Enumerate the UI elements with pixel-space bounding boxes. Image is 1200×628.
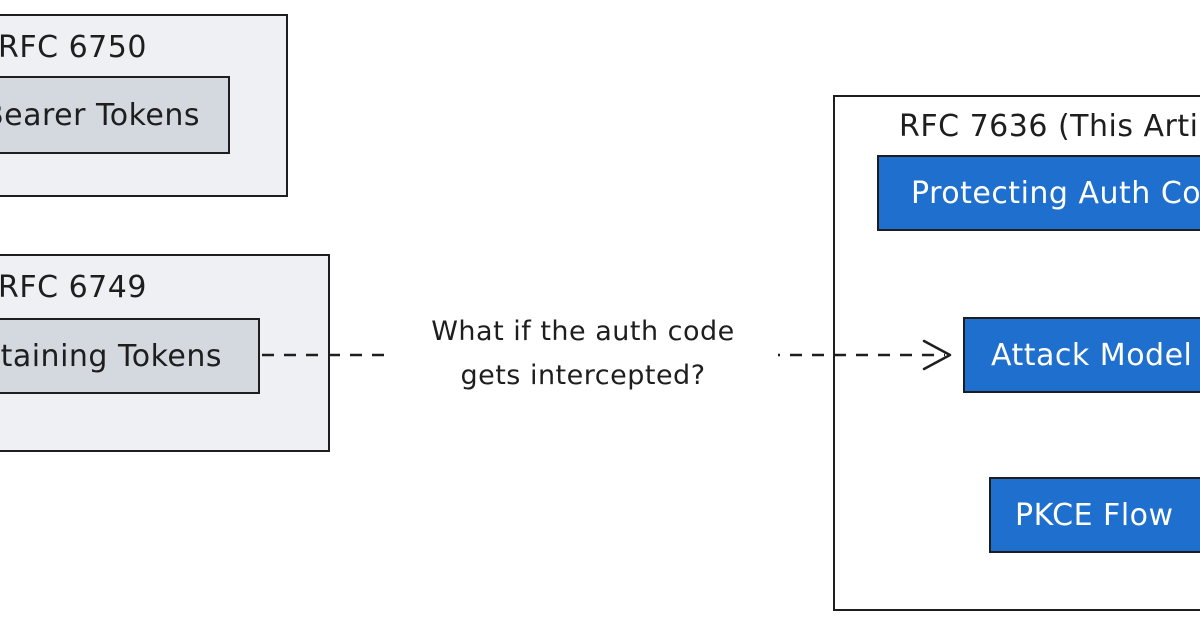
group-rfc-6749: RFC 6749 Obtaining Tokens [0,254,330,452]
node-bearer-tokens: Bearer Tokens [0,76,230,154]
group-title-rfc-6750: RFC 6750 [0,30,147,65]
group-title-rfc-7636: RFC 7636 (This Article) [899,109,1200,144]
edge-arrowhead [922,339,952,371]
node-attack-model: Attack Model [963,317,1200,393]
node-obtaining-tokens: Obtaining Tokens [0,318,260,394]
group-title-rfc-6749: RFC 6749 [0,270,147,305]
node-pkce-flow: PKCE Flow [989,477,1200,553]
node-label-attack-model: Attack Model [991,337,1193,373]
node-protecting-auth-codes: Protecting Auth Codes [877,155,1200,231]
group-rfc-7636: RFC 7636 (This Article) Protecting Auth … [833,95,1200,611]
node-label-obtaining-tokens: Obtaining Tokens [0,338,222,374]
group-rfc-6750: RFC 6750 Bearer Tokens [0,14,288,197]
node-label-pkce-flow: PKCE Flow [1015,497,1174,533]
edge-label-line-1: What if the auth code [431,316,735,347]
node-label-bearer-tokens: Bearer Tokens [0,97,200,133]
edge-label-line-2: gets intercepted? [460,360,706,391]
node-label-protecting-auth-codes: Protecting Auth Codes [911,175,1200,211]
edge-label: What if the auth code gets intercepted? [388,310,778,398]
